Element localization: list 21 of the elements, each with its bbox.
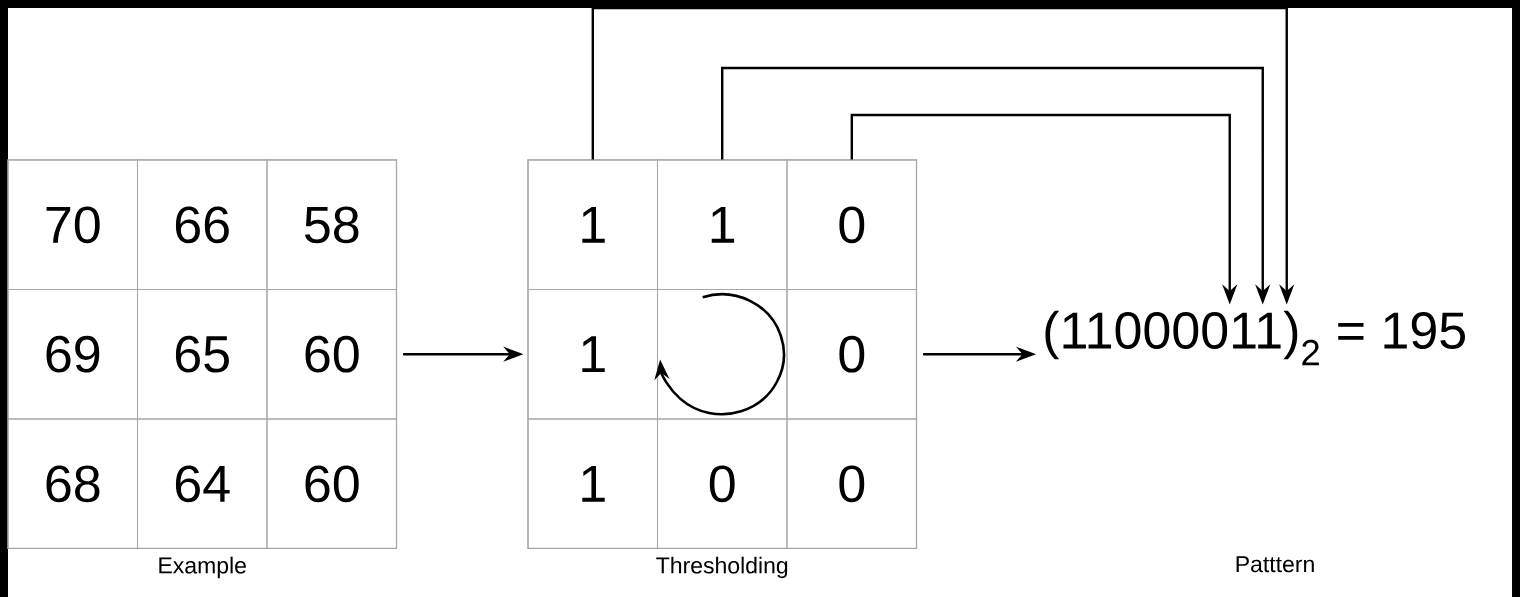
grid-cell: 69 bbox=[7, 288, 139, 420]
grid-cell: 66 bbox=[136, 159, 268, 291]
grid-cell: 0 bbox=[786, 288, 918, 420]
node-label: Thresholding bbox=[656, 556, 788, 579]
caption: Patttern bbox=[1236, 556, 1314, 573]
grid-cell: 0 bbox=[786, 418, 918, 550]
grid-cell: 65 bbox=[136, 288, 268, 420]
grid-cell: 0 bbox=[786, 159, 918, 291]
grid-cell: 68 bbox=[7, 418, 139, 550]
grid-cell: 1 bbox=[527, 418, 659, 550]
grid-cell: 1 bbox=[527, 288, 659, 420]
grid-cell: 58 bbox=[266, 159, 398, 291]
result-formula: (11000011)$_{2}$ = 195 bbox=[1045, 310, 1465, 366]
grid-cell: 70 bbox=[7, 159, 139, 291]
node-label: Example bbox=[159, 556, 246, 579]
grid-cell: 60 bbox=[266, 418, 398, 550]
grid-cell: 60 bbox=[266, 288, 398, 420]
grid-cell: 0 bbox=[656, 418, 788, 550]
grid-cell: 64 bbox=[136, 418, 268, 550]
grid-cell: 1 bbox=[656, 159, 788, 291]
grid-cell: 1 bbox=[527, 159, 659, 291]
